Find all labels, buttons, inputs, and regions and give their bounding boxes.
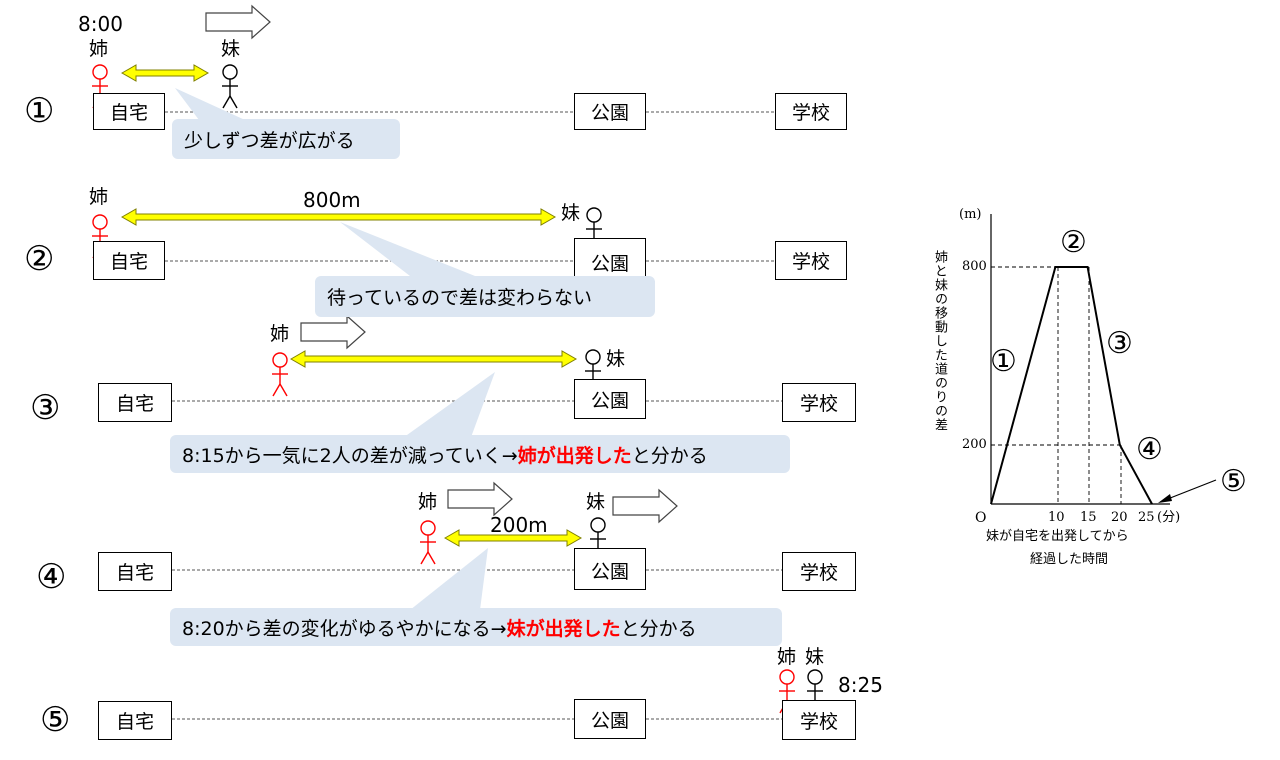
imouto-label-row2: 妹 [561, 202, 581, 224]
gap-arrow-row1 [120, 64, 210, 82]
bubble-tail-3 [400, 372, 495, 440]
park-box-row4: 公園 [574, 548, 646, 590]
home-box-row4: 自宅 [98, 552, 172, 591]
move-arrow-row3 [300, 314, 366, 350]
home-box-row5: 自宅 [98, 701, 172, 740]
graph-xtick-20: 20 [1111, 510, 1128, 525]
end-time: 8:25 [838, 673, 883, 697]
bubble-tail-1 [175, 88, 245, 128]
move-arrow-row1 [205, 4, 271, 40]
imouto-label-row4: 妹 [586, 491, 606, 513]
school-box-row4: 学校 [782, 552, 856, 591]
ane-label-row1: 姉 [89, 38, 109, 60]
move-arrow-row4-imouto [612, 488, 678, 524]
step-marker-4: ④ [36, 557, 67, 597]
note-text-3-pre: 8:15から一気に2人の差が減っていく→ [182, 444, 518, 467]
graph-xtick-25: 25 [1138, 510, 1155, 525]
step-marker-3: ③ [30, 388, 61, 428]
graph-marker-5: ⑤ [1220, 464, 1247, 499]
graph-xtick-15: 15 [1080, 510, 1097, 525]
graph-x-label-line2: 経過した時間 [1030, 552, 1109, 567]
school-box-row3: 学校 [782, 383, 856, 422]
bubble-tail-4 [410, 548, 488, 610]
note-text-4-post: と分かる [620, 617, 697, 640]
gap-arrow-row2 [120, 208, 557, 226]
school-box-row1: 学校 [775, 93, 847, 130]
note-bubble-4: 8:20から差の変化がゆるやかになる→妹が出発したと分かる [170, 608, 782, 646]
imouto-label-row3: 妹 [606, 348, 626, 370]
park-box-row1: 公園 [574, 93, 646, 130]
distance-800: 800m [303, 188, 361, 212]
imouto-label-row1: 妹 [221, 38, 241, 60]
note-text-3-post: と分かる [631, 444, 708, 467]
step-marker-2: ② [24, 239, 55, 279]
note-text-4-highlight: 妹が出発した [506, 617, 621, 640]
school-box-row5: 学校 [782, 700, 856, 740]
ane-label-row5: 姉 [777, 646, 797, 668]
ane-label-row3: 姉 [270, 323, 290, 345]
ane-label-row4: 姉 [418, 491, 438, 513]
gap-arrow-row3 [289, 350, 578, 368]
home-box-row2: 自宅 [93, 241, 165, 280]
school-box-row2: 学校 [775, 241, 847, 280]
bubble-tail-2 [340, 222, 475, 276]
note-text-3-highlight: 姉が出発した [517, 444, 632, 467]
graph-y-unit: (m) [959, 207, 982, 222]
gap-arrow-row4 [443, 529, 583, 547]
note-text-1: 少しずつ差が広がる [184, 129, 355, 152]
park-box-row2: 公園 [574, 238, 646, 282]
graph-xtick-10: 10 [1048, 510, 1065, 525]
graph-marker-1: ① [990, 344, 1017, 379]
graph-ytick-200: 200 [962, 437, 987, 452]
graph-marker-4: ④ [1136, 432, 1163, 467]
home-box-row3: 自宅 [98, 383, 172, 422]
start-time: 8:00 [78, 12, 123, 36]
distance-200: 200m [490, 513, 548, 537]
park-box-row5: 公園 [574, 699, 646, 739]
note-text-4-pre: 8:20から差の変化がゆるやかになる→ [182, 617, 507, 640]
step-marker-1: ① [24, 91, 55, 131]
ane-label-row2: 姉 [89, 186, 109, 208]
graph-marker-2: ② [1060, 225, 1087, 260]
graph-y-label: 姉と妹の移動した道のりの差 [932, 250, 947, 432]
step-marker-5: ⑤ [40, 700, 71, 740]
note-text-2: 待っているので差は変わらない [327, 287, 593, 309]
move-arrow-row4-ane [447, 481, 513, 517]
graph-series-line [990, 266, 1153, 505]
graph-x-unit: (分) [1157, 510, 1181, 525]
imouto-label-row5: 妹 [805, 646, 825, 668]
note-bubble-2: 待っているので差は変わらない [315, 276, 655, 317]
graph-ytick-800: 800 [962, 259, 987, 274]
graph-marker-3: ③ [1106, 326, 1133, 361]
note-bubble-1: 少しずつ差が広がる [172, 119, 400, 159]
graph-x-label-line1: 妹が自宅を出発してから [986, 529, 1129, 544]
note-bubble-3: 8:15から一気に2人の差が減っていく→姉が出発したと分かる [170, 435, 790, 473]
park-box-row3: 公園 [574, 379, 646, 419]
home-box-row1: 自宅 [93, 93, 165, 130]
graph-origin: O [975, 510, 987, 526]
marker5-pointer-head [1158, 494, 1172, 503]
